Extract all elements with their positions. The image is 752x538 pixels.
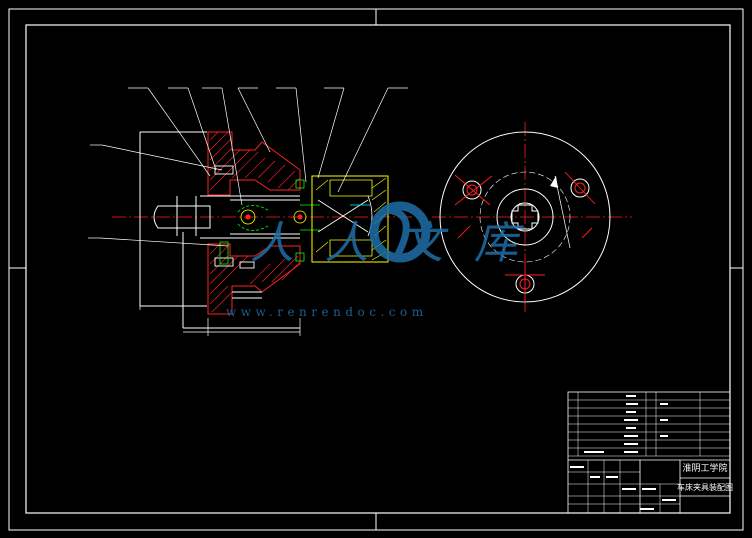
title-block [567, 391, 731, 514]
title-block-drawing-title: 车床夹具装配图 [677, 482, 733, 492]
sheet-frame [8, 8, 744, 531]
chuck-block [311, 175, 389, 263]
parts-list-entries [570, 395, 676, 510]
watermark-url: www.renrendoc.com [226, 305, 428, 319]
title-block-school: 淮阴工学院 [682, 462, 727, 474]
leader-lines [88, 87, 408, 247]
section-view [88, 87, 412, 336]
renrendoc-logo-icon [369, 201, 431, 263]
end-view [432, 122, 632, 312]
